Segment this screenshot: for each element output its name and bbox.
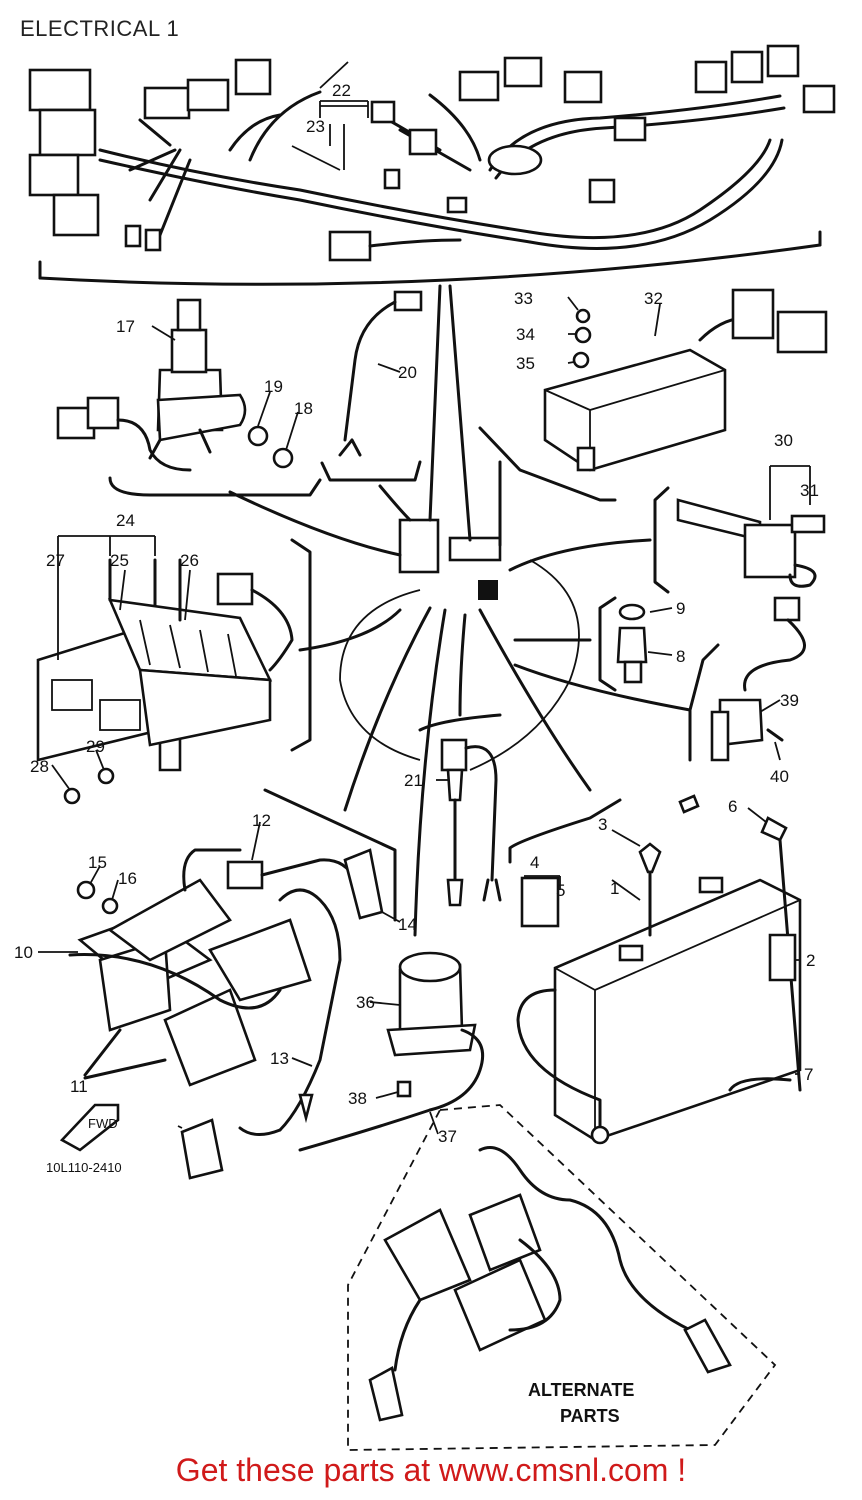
page-title: ELECTRICAL 1 (20, 16, 180, 41)
callout-9: 9 (676, 599, 685, 618)
callout-35: 35 (516, 354, 535, 373)
callout-36: 36 (356, 993, 375, 1012)
callout-leaders (38, 105, 811, 1135)
oil-level-switch[interactable] (418, 713, 502, 907)
callout-17: 17 (116, 317, 135, 336)
brake-switch[interactable] (688, 596, 806, 762)
cdi-unit[interactable] (478, 288, 828, 502)
callout-4: 4 (530, 853, 539, 872)
footer-link-text[interactable]: Get these parts at www.cmsnl.com ! (175, 1452, 687, 1488)
callout-1: 1 (610, 879, 619, 898)
callout-3: 3 (598, 815, 607, 834)
direction-mark-text: FWD (88, 1116, 118, 1131)
callout-6: 6 (728, 797, 737, 816)
ignition-coils[interactable] (68, 788, 397, 1180)
callout-40: 40 (770, 767, 789, 786)
main-switch-assembly[interactable] (56, 298, 322, 497)
fuse-box[interactable] (36, 538, 312, 805)
starter-relay[interactable] (298, 951, 485, 1152)
battery[interactable] (508, 794, 802, 1145)
alternate-parts-group[interactable] (347, 1104, 777, 1451)
callout-29: 29 (86, 737, 105, 756)
callout-23: 23 (306, 117, 325, 136)
callout-34: 34 (516, 325, 535, 344)
callout-10: 10 (14, 943, 33, 962)
fuse-holder[interactable] (653, 486, 826, 594)
sensor-switch[interactable] (320, 290, 423, 482)
callout-7: 7 (804, 1065, 813, 1084)
callout-5: 5 (556, 881, 565, 900)
callout-20: 20 (398, 363, 417, 382)
callout-26: 26 (180, 551, 199, 570)
forward-arrow-icon: FWD (59, 1103, 120, 1152)
callout-21: 21 (404, 771, 423, 790)
callout-28: 28 (30, 757, 49, 776)
callout-27: 27 (46, 551, 65, 570)
callout-8: 8 (676, 647, 685, 666)
drawing-code: 10L110-2410 (46, 1160, 122, 1175)
callout-15: 15 (88, 853, 107, 872)
wire-harness[interactable] (28, 44, 836, 286)
callout-38: 38 (348, 1089, 367, 1108)
callout-22: 22 (332, 81, 351, 100)
callout-18: 18 (294, 399, 313, 418)
callout-33: 33 (514, 289, 533, 308)
alternate-parts-label-line2: PARTS (560, 1406, 620, 1426)
alternate-parts-label-line1: ALTERNATE (528, 1380, 634, 1400)
callout-labels: 1 2 3 4 5 6 7 8 9 10 11 12 13 14 15 16 1… (14, 81, 819, 1426)
callout-24: 24 (116, 511, 135, 530)
callout-30: 30 (774, 431, 793, 450)
callout-16: 16 (118, 869, 137, 888)
callout-12: 12 (252, 811, 271, 830)
callout-11: 11 (70, 1077, 88, 1096)
callout-19: 19 (264, 377, 283, 396)
callout-13: 13 (270, 1049, 289, 1068)
callout-31: 31 (800, 481, 819, 500)
harness-junction (228, 284, 692, 937)
callout-25: 25 (110, 551, 129, 570)
neutral-switch[interactable] (598, 596, 648, 692)
callout-32: 32 (644, 289, 663, 308)
callout-39: 39 (780, 691, 799, 710)
callout-14: 14 (398, 915, 417, 934)
callout-37: 37 (438, 1127, 457, 1146)
callout-2: 2 (806, 951, 815, 970)
